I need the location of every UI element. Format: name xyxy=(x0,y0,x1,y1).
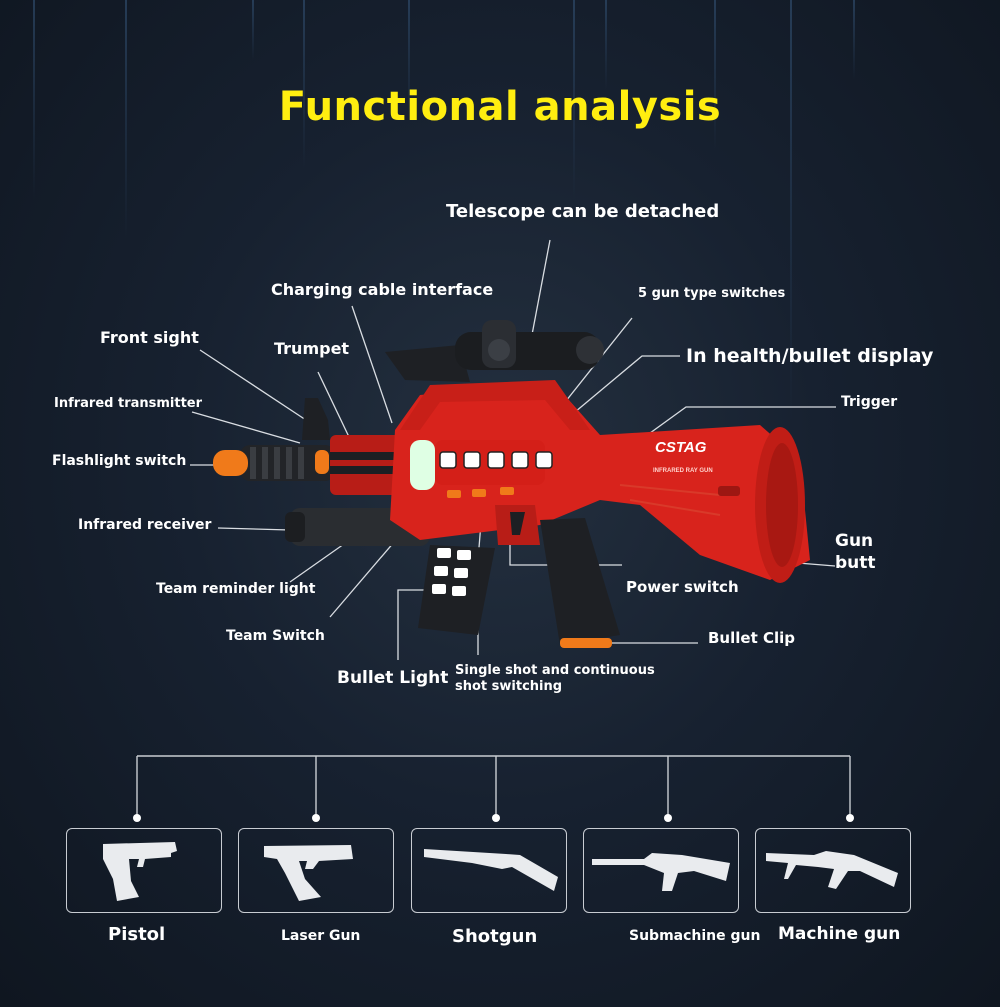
machine-gun-icon xyxy=(766,851,898,889)
callout-infrared-receiver: Infrared receiver xyxy=(78,517,212,533)
callout-bullet-clip: Bullet Clip xyxy=(708,629,795,647)
callout-front-sight: Front sight xyxy=(100,328,199,347)
callout-gun-type-switches: 5 gun type switches xyxy=(638,286,786,301)
rain-streak xyxy=(790,0,792,420)
callout-bullet-light: Bullet Light xyxy=(337,668,449,688)
callout-team-reminder-light: Team reminder light xyxy=(156,581,316,597)
page-title: Functional analysis xyxy=(278,84,722,130)
submachine-gun-icon xyxy=(592,853,730,891)
gun-type-label-submachine-gun: Submachine gun xyxy=(629,928,761,944)
gun-type-connector xyxy=(136,755,851,817)
brand-subprint: INFRARED RAY GUN xyxy=(653,468,713,474)
rain-streak xyxy=(252,0,254,60)
rain-streak xyxy=(125,0,127,240)
gun-type-card-submachine-gun xyxy=(583,828,739,913)
gun-type-label-machine-gun: Machine gun xyxy=(778,924,901,944)
callout-health-display: In health/bullet display xyxy=(686,345,934,367)
callout-gun-butt-line1: Gun xyxy=(835,531,874,551)
callout-flashlight-switch: Flashlight switch xyxy=(52,453,187,469)
gun-type-label-pistol: Pistol xyxy=(108,924,166,945)
gun-type-label-laser-gun: Laser Gun xyxy=(281,928,361,944)
gun-type-card-pistol xyxy=(66,828,222,913)
laser-gun-icon xyxy=(264,845,353,901)
leader-lines xyxy=(190,239,836,660)
gun-type-card-laser-gun xyxy=(238,828,394,913)
callout-single-shot-line2: shot switching xyxy=(455,679,563,694)
callout-telescope: Telescope can be detached xyxy=(446,201,720,222)
callout-charging-interface: Charging cable interface xyxy=(271,280,494,299)
callout-infrared-transmitter: Infrared transmitter xyxy=(54,396,203,411)
brand-print: CSTAG xyxy=(655,439,707,456)
rain-streak xyxy=(605,0,607,90)
rain-streak xyxy=(573,0,575,200)
callout-trumpet: Trumpet xyxy=(274,339,350,358)
gun-type-card-machine-gun xyxy=(755,828,911,913)
callout-power-switch: Power switch xyxy=(626,578,739,596)
callout-team-switch: Team Switch xyxy=(226,628,325,644)
gun-type-label-shotgun: Shotgun xyxy=(452,926,538,947)
toy-gun-drawing: CSTAG INFRARED RAY GUN xyxy=(213,320,810,648)
gun-type-card-shotgun xyxy=(411,828,567,913)
callout-gun-butt-line2: butt xyxy=(835,553,876,573)
rain-streak xyxy=(33,0,35,200)
rain-streak xyxy=(714,0,716,150)
rain-streak xyxy=(303,0,305,170)
shotgun-icon xyxy=(424,849,558,891)
rain-streak xyxy=(408,0,410,120)
rain-streak xyxy=(853,0,855,80)
callout-single-shot-line1: Single shot and continuous xyxy=(455,663,655,678)
pistol-icon xyxy=(103,842,177,901)
callout-trigger: Trigger xyxy=(841,394,898,410)
